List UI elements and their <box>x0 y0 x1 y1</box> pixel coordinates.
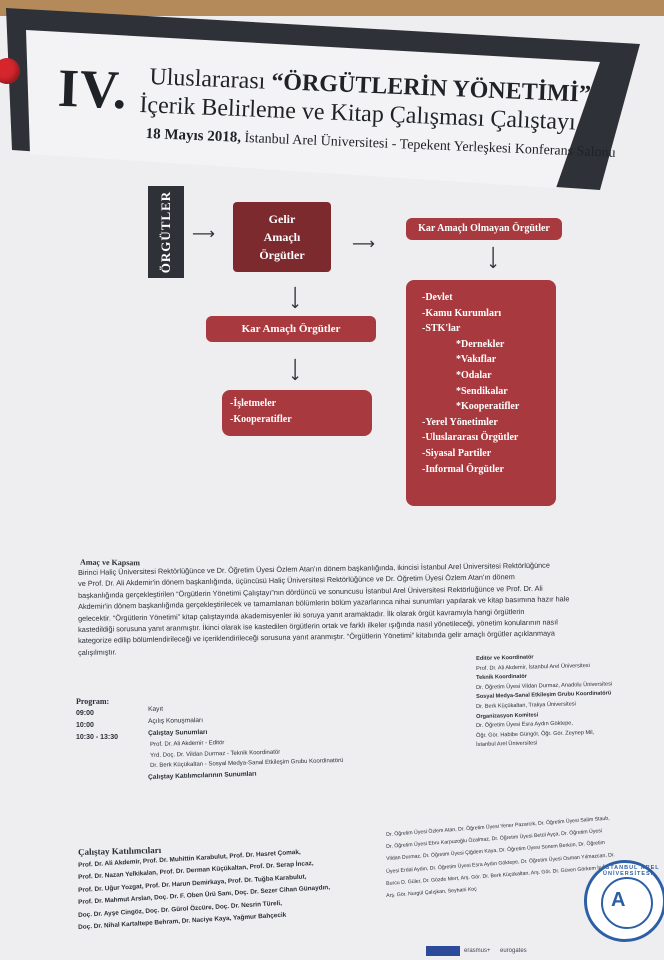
gelir-line: Örgütler <box>259 248 305 262</box>
nonprofit-item: -Uluslararası Örgütler <box>422 432 519 444</box>
nonprofit-item: -Kamu Kurumları <box>422 307 502 319</box>
arrow-down-icon: ⟶ <box>285 358 305 381</box>
forprofit-list-box: -İşletmeler -Kooperatifler <box>222 390 372 436</box>
nonprofit-title: Kar Amaçlı Olmayan Örgütler <box>418 223 550 234</box>
editor-name: Dr. Berk Küçükaltan, Trakya Üniversitesi <box>476 701 576 710</box>
logo-inner-ring <box>601 877 653 929</box>
presenter-line: Prof. Dr. Ali Akdemir - Editör <box>150 740 225 748</box>
nonprofit-item: -Yerel Yönetimler <box>422 416 498 428</box>
program-item: Çalıştay Sunumları <box>148 728 208 737</box>
footer-logo-eurogates: eurogates <box>500 948 527 954</box>
stk-sub-item: *Kooperatifler <box>456 401 520 413</box>
amac-line: çalışılmıştır. <box>78 647 117 657</box>
gelir-line: Gelir <box>268 212 296 226</box>
push-pin-icon <box>0 58 20 84</box>
stk-sub-item: *Vakıflar <box>456 354 497 366</box>
forprofit-item: -İşletmeler <box>230 398 277 409</box>
editor-name: Dr. Öğretim Üyesi Vildan Durmaz, Anadolu… <box>476 681 613 691</box>
program-time: 09:00 <box>76 710 94 717</box>
nonprofit-title-box: Kar Amaçlı Olmayan Örgütler <box>406 218 562 240</box>
nonprofit-item: -Devlet <box>422 292 453 303</box>
header-banner <box>6 8 640 190</box>
program-time: 10:30 - 13:30 <box>76 734 119 741</box>
forprofit-title: Kar Amaçlı Örgütler <box>241 323 341 335</box>
program-item: Açılış Konuşmaları <box>148 717 204 725</box>
program-closing: Çalıştay Katılımcılarının Sunumları <box>148 770 257 781</box>
forprofit-title-box: Kar Amaçlı Örgütler <box>206 316 376 342</box>
amac-heading: Amaç ve Kapsam <box>79 557 141 568</box>
title-prefix: Uluslararası <box>148 64 266 95</box>
editor-name: İstanbul Arel Üniversitesi <box>476 740 538 749</box>
event-date: 18 Mayıs 2018, <box>145 126 242 146</box>
gelir-line: Amaçlı <box>263 230 301 244</box>
nonprofit-item: -Siyasal Partiler <box>422 448 492 459</box>
nonprofit-item: -Informal Örgütler <box>422 463 504 475</box>
participant-line: Arş. Gör. Nurgül Çalışkan, Seyhani Koç <box>386 886 478 899</box>
nonprofit-list-box <box>406 280 556 506</box>
university-logo: İSTANBUL AREL ÜNİVERSİTESİ A <box>584 860 664 942</box>
editor-name: Prof. Dr. Ali Akdemir, İstanbul Arel Üni… <box>476 662 590 672</box>
presenter-line: Dr. Berk Küçükaltan - Sosyal Medya-Sanal… <box>150 757 344 769</box>
root-label: ÖRGÜTLER <box>158 190 173 274</box>
stk-sub-item: *Dernekler <box>456 338 505 350</box>
arrow-right-icon: ⟶ <box>352 234 375 253</box>
arrow-right-icon: ⟶ <box>192 224 215 243</box>
edition-numeral: IV. <box>56 57 129 121</box>
participants-heading: Çalıştay Katılımcıları <box>77 844 162 858</box>
nonprofit-item: -STK'lar <box>422 323 461 335</box>
footer-logo-erasmus: erasmus+ <box>464 948 491 954</box>
editor-name: Dr. Öğretim Üyesi Esra Aydın Göktepe, <box>476 720 574 730</box>
editor-role: Sosyal Medya-Sanal Etkileşim Grubu Koord… <box>476 690 612 701</box>
forprofit-item: -Kooperatifler <box>230 414 292 425</box>
editor-role: Organizasyon Komitesi <box>476 711 539 720</box>
stk-sub-item: *Sendikalar <box>456 385 508 397</box>
logo-ring-text: İSTANBUL AREL ÜNİVERSİTESİ <box>603 865 660 877</box>
program-item: Kayıt <box>148 705 164 713</box>
stk-sub-item: *Odalar <box>456 370 492 381</box>
program-heading: Program: <box>76 697 110 706</box>
root-box: ÖRGÜTLER <box>148 186 184 278</box>
arrow-down-icon: ⟶ <box>483 246 503 269</box>
cork-board-strip <box>0 0 664 16</box>
editor-role: Editör ve Koordinatör <box>476 654 534 662</box>
editor-role: Teknik Koordinatör <box>476 673 528 682</box>
program-time: 10:00 <box>76 722 94 729</box>
header-text: IV. Uluslararası “ÖRGÜTLERİN YÖNETİMİ” İ… <box>0 0 664 200</box>
editor-name: Öğr. Gör. Habibe Güngör, Öğr. Gör. Zeyne… <box>476 729 595 739</box>
gelir-box: Gelir Amaçlı Örgütler <box>233 202 331 272</box>
eu-flag-icon <box>426 946 460 956</box>
arrow-down-icon: ⟶ <box>285 286 305 309</box>
logo-mark-icon: A <box>611 889 626 911</box>
presenter-line: Yrd. Doç. Dr. Vildan Durmaz - Teknik Koo… <box>150 749 281 759</box>
